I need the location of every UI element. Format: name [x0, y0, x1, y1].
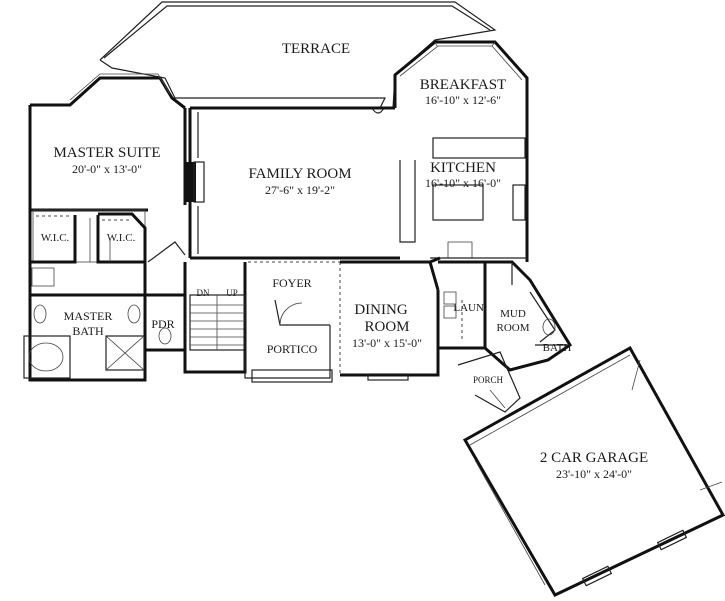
mud-room-label-1: MUD — [500, 308, 526, 320]
kitchen-dims: 16'-10" x 16'-0" — [425, 176, 501, 190]
porch-label: PORCH — [473, 375, 504, 385]
breakfast-dims: 16'-10" x 12'-6" — [425, 93, 501, 107]
master-suite-label: MASTER SUITE — [53, 145, 160, 161]
family-room-dims: 27'-6" x 19'-2" — [265, 183, 335, 197]
laundry-walls — [438, 260, 487, 350]
master-suite-dims: 20'-0" x 13'-0" — [72, 162, 142, 176]
breakfast-bay — [393, 40, 529, 120]
closets — [28, 210, 147, 264]
garage-walls — [462, 345, 725, 597]
family-room-walls — [186, 106, 400, 260]
laundry-label: LAUN. — [453, 302, 487, 314]
portico-walls — [244, 325, 333, 383]
master-bath-label-2: BATH — [72, 324, 104, 338]
mudroom-walls — [484, 260, 573, 372]
wic-left-label: W.I.C. — [41, 232, 70, 244]
stairs-dn-label: DN — [197, 288, 210, 298]
wic-right-label: W.I.C. — [107, 232, 136, 244]
kitchen-label: KITCHEN — [430, 160, 496, 176]
porch-walls — [457, 351, 521, 413]
staircase — [183, 262, 247, 374]
master-bath-walls — [23, 262, 147, 382]
dining-room-label-1: DINING — [354, 302, 407, 318]
terrace-label: TERRACE — [282, 41, 350, 57]
foyer-label: FOYER — [272, 276, 311, 290]
dining-room-label-2: ROOM — [364, 319, 409, 335]
portico-label: PORTICO — [267, 342, 318, 356]
garage-dims: 23'-10" x 24'-0" — [556, 467, 632, 481]
kitchen-walls — [399, 120, 529, 262]
powder-room-walls — [145, 241, 186, 352]
master-bath-label-1: MASTER — [64, 309, 113, 323]
master-suite-walls — [28, 73, 187, 263]
dining-room-walls — [340, 256, 441, 381]
breakfast-label: BREAKFAST — [420, 77, 506, 93]
family-room-label: FAMILY ROOM — [248, 166, 351, 182]
dining-room-dims: 13'-0" x 15'-0" — [352, 336, 422, 350]
garage-label: 2 CAR GARAGE — [540, 450, 648, 466]
mud-room-label-2: ROOM — [496, 322, 529, 334]
stairs-up-label: UP — [226, 288, 238, 298]
pdr-label: PDR — [151, 317, 174, 331]
bath-label: BATH — [543, 342, 572, 354]
